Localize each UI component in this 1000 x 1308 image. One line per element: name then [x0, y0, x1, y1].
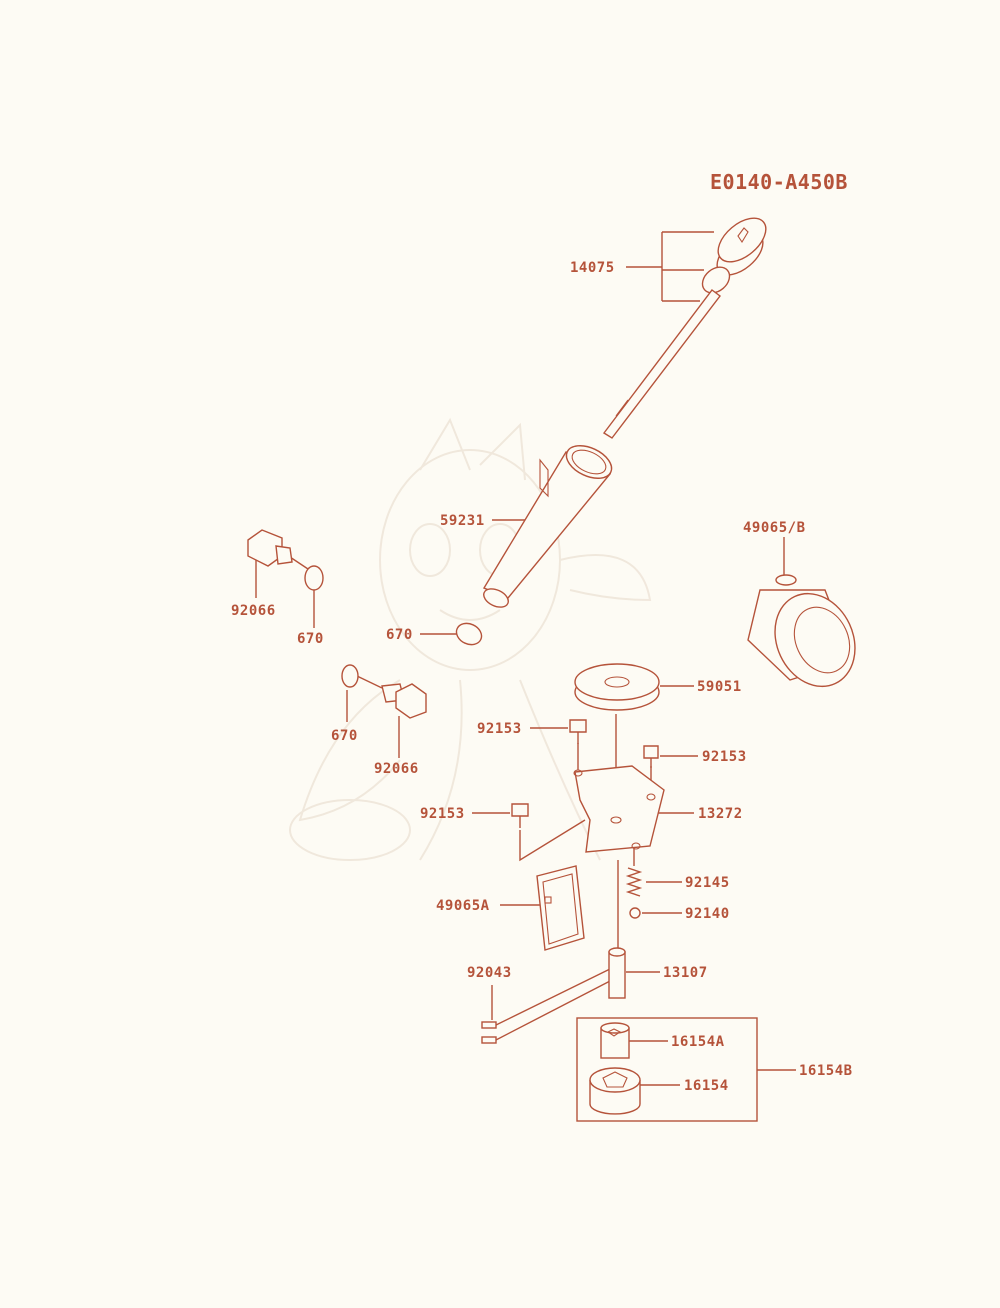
part-label-92145[interactable]: 92145	[685, 875, 730, 891]
diagram-code: E0140-A450B	[710, 170, 848, 194]
part-label-49065a[interactable]: 49065A	[436, 898, 490, 914]
dipstick-oring-part	[701, 266, 731, 294]
part-label-670-lower[interactable]: 670	[331, 728, 358, 744]
oring-670-left-part	[304, 565, 324, 591]
part-label-49065-b[interactable]: 49065/B	[743, 520, 806, 536]
part-label-670-left[interactable]: 670	[297, 631, 324, 647]
inner-rotor-part	[600, 1022, 630, 1059]
bolt-92153-a-part	[569, 719, 587, 744]
bolt-92153-c-part	[511, 803, 529, 828]
part-label-92066-left[interactable]: 92066	[231, 603, 276, 619]
part-label-92153-a[interactable]: 92153	[477, 721, 522, 737]
oring-670-mid-part	[455, 622, 483, 646]
part-label-16154a[interactable]: 16154A	[671, 1034, 725, 1050]
gasket-49065a-part	[536, 865, 585, 951]
part-label-14075[interactable]: 14075	[570, 260, 615, 276]
relief-spring-part	[625, 867, 643, 897]
part-label-59231[interactable]: 59231	[440, 513, 485, 529]
pins-92043-part	[481, 1021, 497, 1044]
relief-ball-part	[629, 907, 641, 919]
pump-cover-plate-part	[573, 765, 665, 853]
rotor-set-box	[576, 1017, 758, 1122]
oring-670-lower-part	[341, 664, 359, 688]
drain-plug-left-part	[247, 529, 293, 567]
dipstick-rod-part	[602, 289, 721, 439]
oil-pump-gear-part	[574, 663, 660, 711]
part-label-670-middle[interactable]: 670	[386, 627, 413, 643]
bolt-92153-b-part	[643, 745, 659, 768]
part-label-92043[interactable]: 92043	[467, 965, 512, 981]
pump-shaft-part	[608, 947, 626, 999]
part-label-16154[interactable]: 16154	[684, 1078, 729, 1094]
part-label-92066-lower[interactable]: 92066	[374, 761, 419, 777]
oil-filter-part	[747, 574, 856, 688]
outer-rotor-part	[589, 1067, 641, 1115]
dipstick-cap-part	[716, 217, 767, 276]
part-label-92153-b[interactable]: 92153	[702, 749, 747, 765]
part-label-59051[interactable]: 59051	[697, 679, 742, 695]
part-label-13107[interactable]: 13107	[663, 965, 708, 981]
part-label-92153-c[interactable]: 92153	[420, 806, 465, 822]
oil-filler-tube-part	[482, 445, 613, 608]
part-label-16154b[interactable]: 16154B	[799, 1063, 853, 1079]
leader-lines	[255, 231, 796, 1086]
part-label-92140[interactable]: 92140	[685, 906, 730, 922]
drain-plug-lower-part	[381, 683, 427, 719]
part-label-13272[interactable]: 13272	[698, 806, 743, 822]
